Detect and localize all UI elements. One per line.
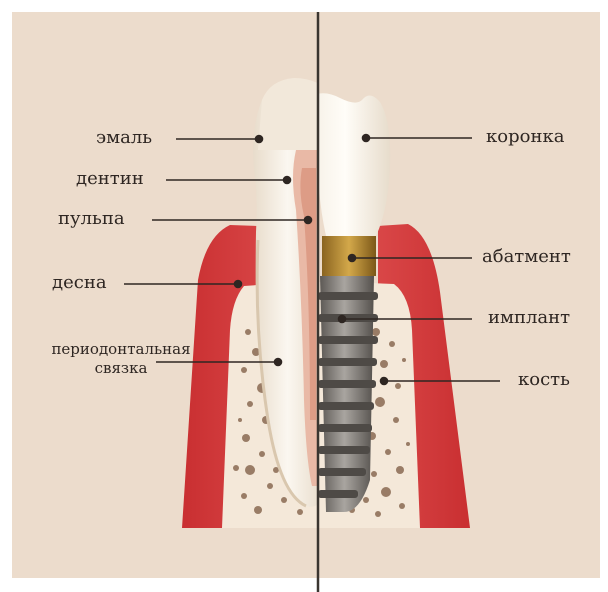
label-ligament-line2: связка [28, 359, 214, 378]
marker-bone [381, 378, 388, 385]
marker-pulp [305, 217, 312, 224]
label-abutment: абатмент [482, 247, 571, 267]
label-crown: коронка [486, 127, 564, 147]
label-bone: кость [518, 370, 570, 390]
marker-ligament [275, 359, 282, 366]
marker-abutment [349, 255, 356, 262]
label-periodontal-ligament: периодонтальная связка [28, 340, 214, 378]
label-dentin: дентин [76, 169, 144, 189]
label-ligament-line1: периодонтальная [28, 340, 214, 359]
label-implant: имплант [488, 308, 570, 328]
marker-crown [363, 135, 370, 142]
marker-implant [339, 316, 346, 323]
implant-body [320, 276, 374, 512]
label-gum: десна [52, 273, 107, 293]
label-pulp: пульпа [58, 209, 125, 229]
marker-gum [235, 281, 242, 288]
label-enamel: эмаль [96, 128, 152, 148]
marker-dentin [284, 177, 291, 184]
marker-enamel [256, 136, 263, 143]
